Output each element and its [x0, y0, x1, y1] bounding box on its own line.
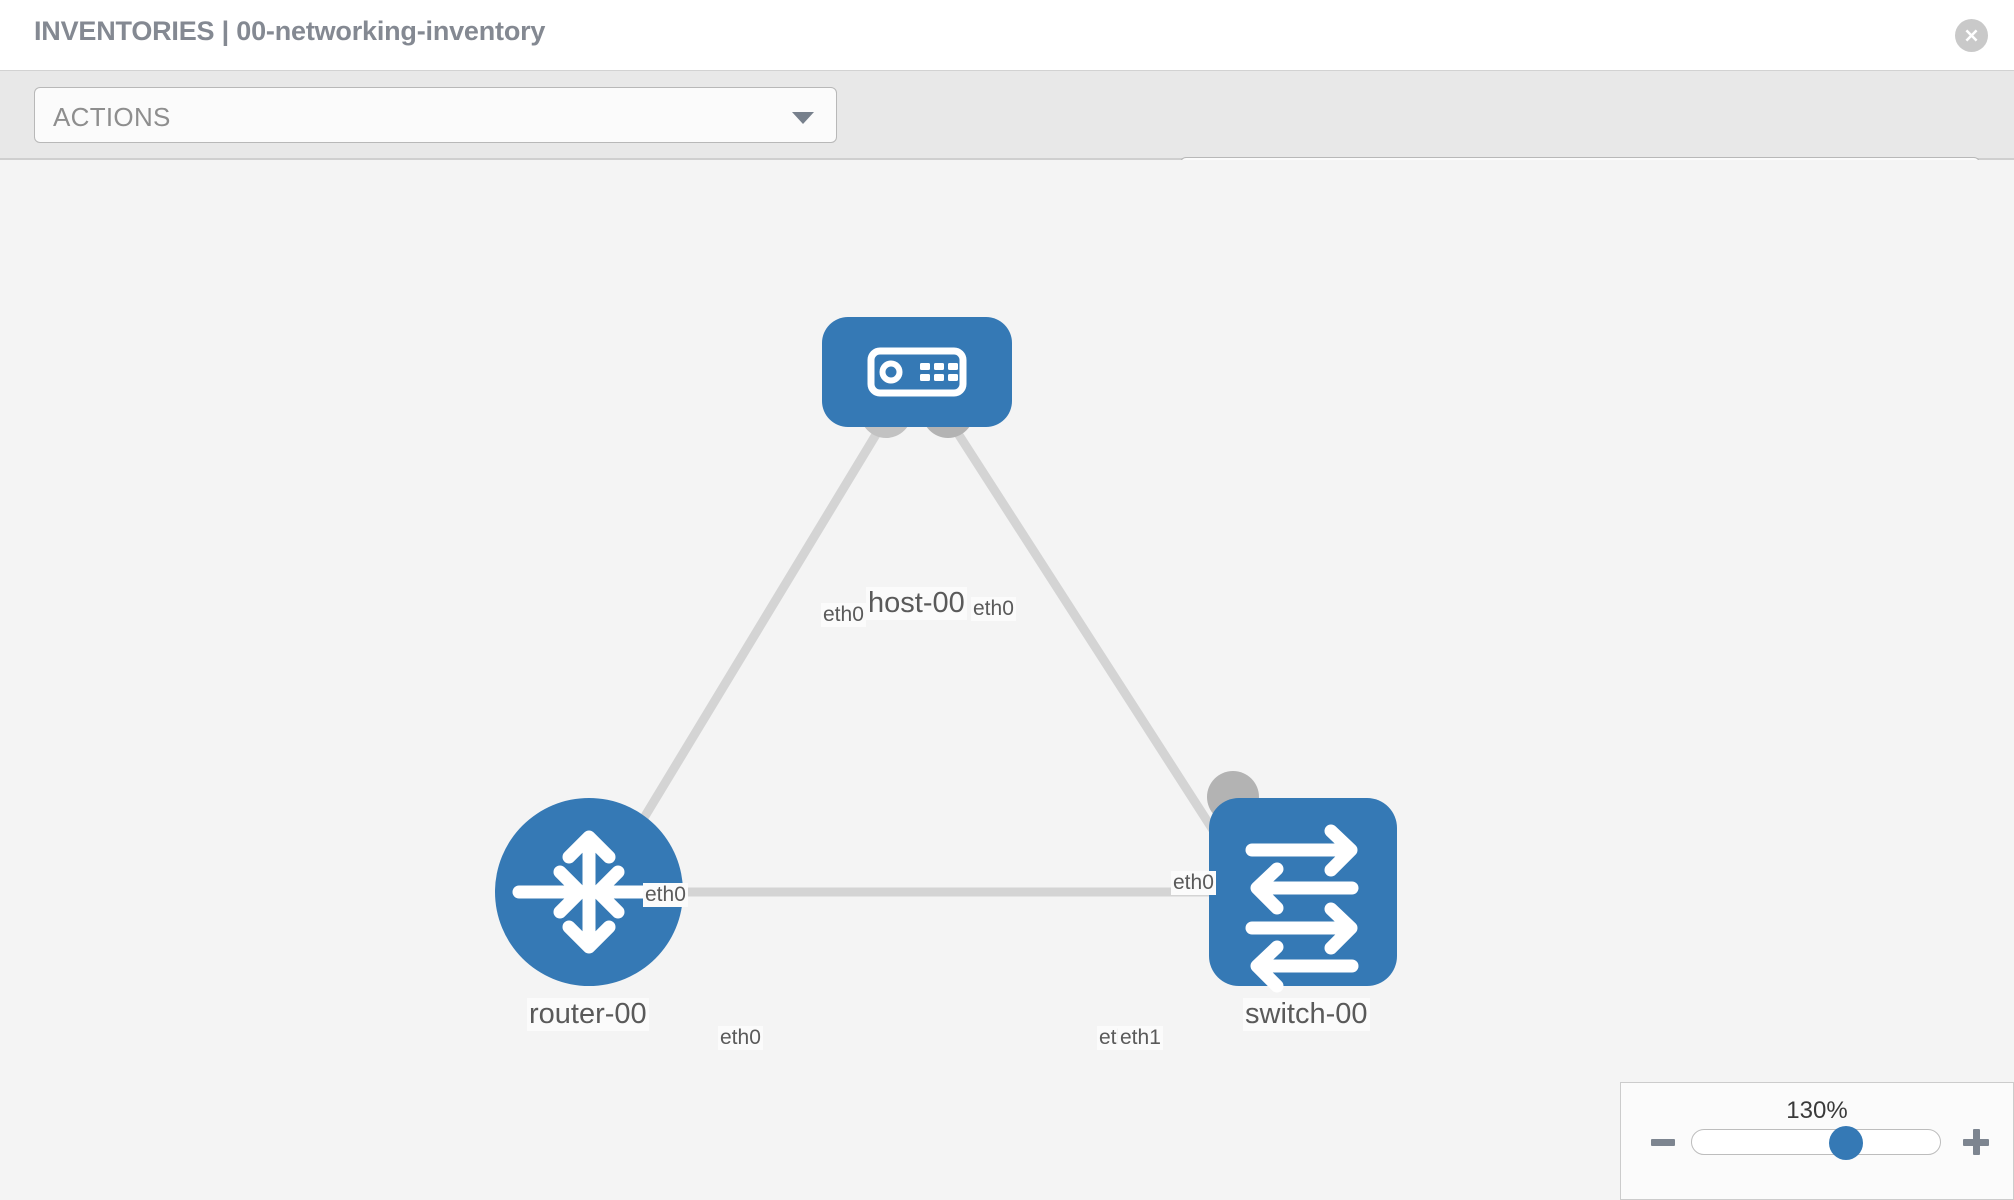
- node-router-00[interactable]: [495, 798, 683, 986]
- node-switch-00[interactable]: [1209, 798, 1397, 993]
- node-label-switch-00: switch-00: [1243, 998, 1370, 1031]
- page-header: INVENTORIES | 00-networking-inventory: [0, 0, 2014, 70]
- iface-label: eth0: [643, 883, 688, 907]
- chevron-down-icon: [792, 112, 814, 124]
- node-label-router-00: router-00: [527, 998, 649, 1031]
- zoom-panel: 130%: [1620, 1082, 2014, 1200]
- link-host-switch[interactable]: [944, 415, 1244, 875]
- iface-label: eth0: [718, 1026, 763, 1050]
- page-title: INVENTORIES | 00-networking-inventory: [34, 16, 546, 46]
- zoom-level-value: 130%: [1786, 1097, 1848, 1124]
- actions-dropdown[interactable]: ACTIONS: [34, 87, 837, 143]
- iface-label: eth1: [1118, 1026, 1163, 1050]
- iface-label: eth0: [821, 603, 866, 627]
- minus-icon[interactable]: [1651, 1139, 1675, 1146]
- toolbar: ACTIONS SEARCH: [0, 70, 2014, 213]
- node-label-host-00: host-00: [866, 587, 967, 620]
- topology-canvas[interactable]: host-00 router-00 switch-00 eth0 eth0 et…: [0, 160, 2014, 1200]
- iface-label: eth0: [971, 597, 1016, 621]
- topology-svg: [495, 317, 1397, 993]
- connector-handles: [587, 386, 1262, 915]
- zoom-slider-thumb[interactable]: [1829, 1126, 1863, 1160]
- zoom-slider[interactable]: [1691, 1126, 1941, 1160]
- actions-dropdown-label: ACTIONS: [53, 102, 171, 132]
- iface-label: eth0: [1171, 871, 1216, 895]
- link-host-router[interactable]: [606, 415, 890, 877]
- node-host-00[interactable]: [822, 317, 1012, 427]
- plus-icon[interactable]: [1963, 1129, 1989, 1155]
- close-icon[interactable]: [1955, 19, 1988, 52]
